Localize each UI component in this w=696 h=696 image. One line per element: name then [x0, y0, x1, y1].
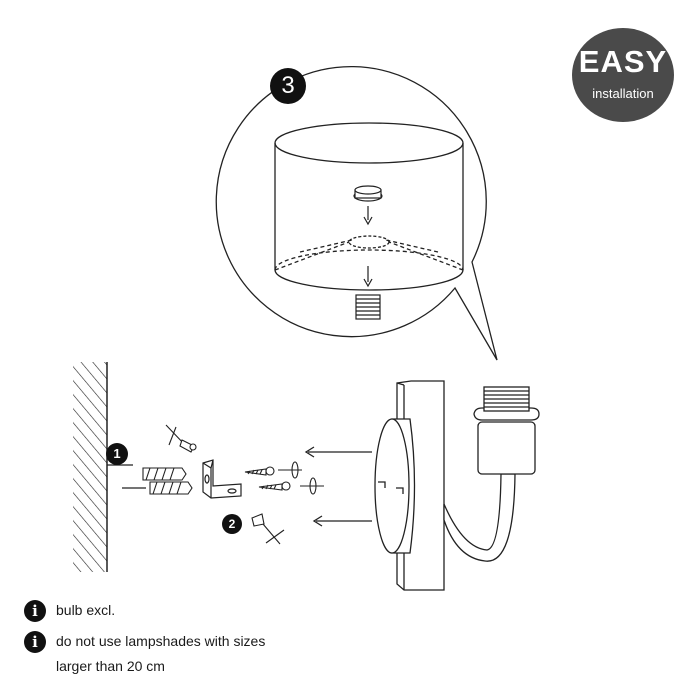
lamp-canopy — [374, 418, 416, 554]
step-2-number: 2 — [228, 517, 236, 531]
badge-subtitle: installation — [592, 86, 654, 101]
easy-installation-badge: EASY installation — [572, 28, 674, 122]
assembly-arrows — [304, 446, 372, 527]
info-icon: i — [24, 631, 46, 653]
step-1-number: 1 — [113, 446, 121, 461]
note-shade-text: do not use lampshades with sizes — [56, 633, 266, 649]
mounting-bracket — [202, 459, 242, 499]
top-screw — [165, 424, 197, 453]
info-icon: i — [24, 600, 46, 622]
step-3-marker — [270, 68, 306, 104]
shade-ring-nut — [353, 185, 383, 226]
wall-plugs — [142, 467, 193, 495]
socket-thread-top — [355, 266, 381, 320]
step-2-marker — [222, 514, 242, 534]
bracket-screws — [244, 461, 324, 495]
wall — [73, 362, 108, 572]
badge-title: EASY — [578, 44, 668, 79]
note-shade-text-line2: larger than 20 cm — [56, 658, 165, 674]
lamp-socket — [473, 386, 540, 475]
lampshade-drum — [274, 122, 464, 291]
step-1-marker — [106, 443, 128, 465]
step-2-screw — [251, 513, 285, 545]
note-bulb-text: bulb excl. — [56, 602, 116, 618]
step-3-callout — [215, 66, 498, 361]
drill-holes — [107, 464, 146, 489]
lamp-arm — [443, 473, 516, 562]
step-3-number: 3 — [281, 72, 295, 99]
